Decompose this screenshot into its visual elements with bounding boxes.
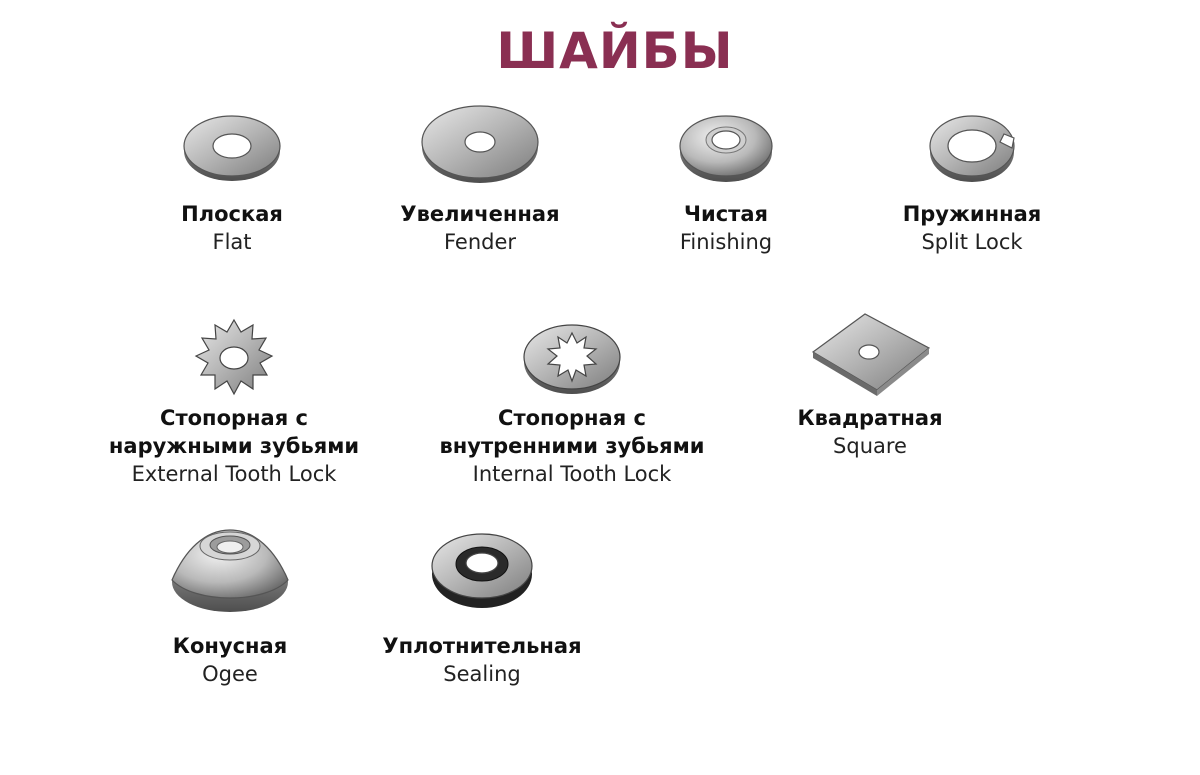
washer-name-en: Flat — [212, 230, 252, 254]
washer-item-flat: Плоская Flat — [82, 108, 382, 254]
washer-name-ru-line2: внутренними зубьями — [439, 434, 705, 458]
washer-name-ru: Квадратная — [797, 406, 943, 430]
washer-name-ru: Уплотнительная — [382, 634, 582, 658]
washer-item-internal-tooth-lock: Стопорная с внутренними зубьями Internal… — [422, 318, 722, 486]
washer-name-en: Split Lock — [921, 230, 1023, 254]
washer-name-en: Fender — [443, 230, 517, 254]
washer-name-ru: Чистая — [684, 202, 768, 226]
washer-name-ru: Плоская — [181, 202, 283, 226]
external-tooth-lock-washer-icon — [194, 318, 274, 396]
finishing-washer-icon — [679, 115, 773, 182]
ogee-washer-icon — [171, 529, 289, 612]
washer-item-split-lock: Пружинная Split Lock — [822, 108, 1122, 254]
square-washer-icon — [811, 313, 931, 396]
sealing-washer-icon — [431, 533, 533, 608]
fender-washer-icon — [421, 105, 539, 183]
washer-name-en: Internal Tooth Lock — [472, 462, 672, 486]
washer-name-ru-line1: Стопорная с — [160, 406, 308, 430]
washer-name-en: External Tooth Lock — [131, 462, 337, 486]
washer-name-en: Finishing — [679, 230, 773, 254]
washer-item-sealing: Уплотнительная Sealing — [332, 528, 632, 686]
washer-name-ru: Увеличенная — [400, 202, 560, 226]
washer-name-ru-line1: Стопорная с — [498, 406, 646, 430]
washer-name-en: Ogee — [202, 662, 258, 686]
washer-name-en: Sealing — [443, 662, 521, 686]
washer-item-finishing: Чистая Finishing — [576, 108, 876, 254]
page-title: ШАЙБЫ — [496, 22, 734, 80]
flat-washer-icon — [183, 115, 281, 181]
washer-item-square: Квадратная Square — [720, 308, 1020, 458]
washer-item-ogee: Конусная Ogee — [80, 520, 380, 686]
washer-item-external-tooth-lock: Стопорная с наружными зубьями External T… — [84, 318, 384, 486]
washer-name-ru-line2: наружными зубьями — [108, 434, 360, 458]
washer-name-ru: Конусная — [172, 634, 288, 658]
washer-name-en: Square — [833, 434, 907, 458]
split-lock-washer-icon — [929, 115, 1015, 182]
washer-item-fender: Увеличенная Fender — [330, 98, 630, 254]
internal-tooth-lock-washer-icon — [523, 324, 621, 394]
washer-name-ru: Пружинная — [902, 202, 1042, 226]
